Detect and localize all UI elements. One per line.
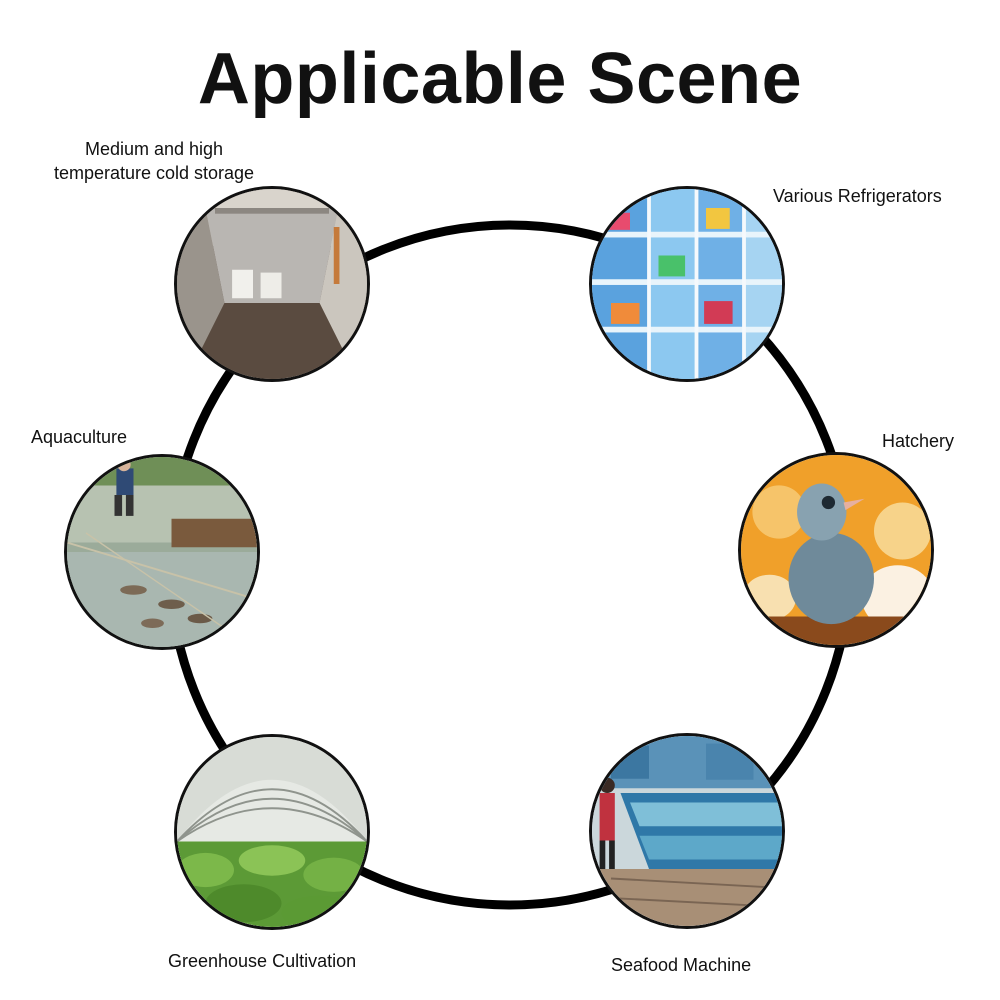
label-refrigerators: Various Refrigerators (773, 186, 942, 206)
scene-cold-storage (174, 186, 370, 382)
page-title: Applicable Scene (197, 39, 803, 119)
scene-refrigerators (589, 186, 785, 382)
cold-storage-truck-photo-icon (177, 189, 367, 379)
scene-hatchery (738, 452, 934, 648)
greenhouse-plants-photo-icon (177, 737, 367, 927)
seafood-tank-photo-icon (592, 736, 782, 926)
label-seafood: Seafood Machine (611, 955, 752, 975)
label-greenhouse: Greenhouse Cultivation (168, 951, 357, 971)
label-cold-storage: Medium and high temperature cold storage (34, 137, 274, 185)
supermarket-refrigerator-photo-icon (592, 189, 782, 379)
label-cold-storage-line-2: temperature cold storage (53, 163, 255, 183)
scene-greenhouse (174, 734, 370, 930)
fish-pond-net-photo-icon (67, 457, 257, 647)
scene-aquaculture (64, 454, 260, 650)
scene-seafood (589, 733, 785, 929)
chick-and-eggs-photo-icon (741, 455, 931, 645)
label-hatchery: Hatchery (882, 431, 955, 451)
label-cold-storage-line-1: Medium and high (84, 139, 224, 159)
label-aquaculture: Aquaculture (31, 427, 128, 447)
